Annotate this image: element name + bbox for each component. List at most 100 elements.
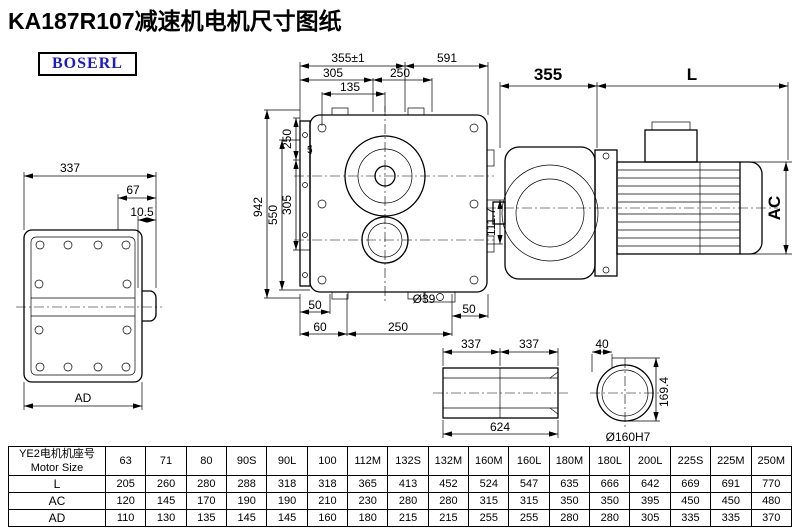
table-cell: 315: [508, 492, 550, 510]
bore-end-view: 40 169.4 Ø160H7: [590, 337, 671, 444]
dim-shaft-624: 624: [490, 420, 510, 434]
table-header-col: 71: [145, 446, 187, 476]
dim-shaft-40: 40: [595, 337, 609, 351]
table-cell: 480: [750, 492, 792, 510]
table-cell: 635: [548, 475, 591, 493]
table-header-col: 90L: [266, 446, 308, 476]
dim-main-305-left: 305: [280, 195, 294, 215]
dim-front-67: 67: [126, 183, 140, 197]
table-header-col: 80: [185, 446, 228, 476]
dim-main-942: 942: [251, 197, 265, 217]
table-cell: 180: [347, 509, 389, 527]
dim-main-50-left: 50: [308, 298, 322, 312]
table-cell: 230: [347, 492, 389, 510]
dim-main-250-bottom: 250: [388, 320, 408, 334]
table-header-col: 63: [104, 446, 147, 476]
table-cell: 170: [185, 492, 228, 510]
table-header-col: 132M: [427, 446, 470, 476]
table-cell: 350: [548, 492, 591, 510]
table-cell: 210: [306, 492, 349, 510]
table-cell: 318: [306, 475, 349, 493]
dim-front-337: 337: [60, 161, 80, 175]
table-cell: 135: [185, 509, 228, 527]
shaft-view: 337 337 624: [433, 337, 568, 438]
table-header-col: 160M: [468, 446, 510, 476]
table-cell: 190: [266, 492, 308, 510]
table-cell: 335: [710, 509, 752, 527]
boserl-logo: BOSERL: [38, 52, 137, 76]
table-cell: 318: [266, 475, 308, 493]
row-label: AD: [8, 509, 106, 527]
table-header-col: 100: [306, 446, 349, 476]
table-cell: 666: [589, 475, 631, 493]
table-cell: 365: [347, 475, 389, 493]
table-cell: 669: [669, 475, 712, 493]
dim-front-10-5: 10.5: [130, 205, 154, 219]
page-title: KA187R107减速机电机尺寸图纸: [8, 8, 342, 34]
dim-main-250-top: 250: [390, 66, 410, 80]
dim-main-dia39: Ø39: [413, 292, 436, 306]
table-cell: 255: [508, 509, 550, 527]
dim-main-250-left: 250: [280, 129, 294, 149]
table-cell: 260: [145, 475, 187, 493]
table-cell: 691: [710, 475, 752, 493]
dim-side-L: L: [687, 65, 697, 84]
row-label: L: [8, 475, 106, 493]
table-cell: 280: [387, 492, 429, 510]
table-header-col: 90S: [226, 446, 268, 476]
table-cell: 145: [145, 492, 187, 510]
table-cell: 395: [629, 492, 671, 510]
row-label: AC: [8, 492, 106, 510]
table-cell: 280: [548, 509, 591, 527]
table-header-col: 180L: [589, 446, 631, 476]
table-cell: 280: [427, 492, 470, 510]
table-cell: 524: [468, 475, 510, 493]
dim-main-50-right: 50: [462, 302, 476, 316]
dim-side-355: 355: [534, 65, 562, 84]
table-header-col: 225M: [710, 446, 752, 476]
table-cell: 288: [226, 475, 268, 493]
table-cell: 280: [589, 509, 631, 527]
table-cell: 130: [145, 509, 187, 527]
table-cell: 370: [750, 509, 792, 527]
table-header-col: 112M: [347, 446, 389, 476]
dim-main-60: 60: [313, 320, 327, 334]
table-cell: 110: [104, 509, 147, 527]
dim-main-591: 591: [437, 51, 457, 65]
front-view: 337 67 10.5 AD: [16, 161, 162, 410]
dim-shaft-dia160: Ø160H7: [606, 430, 651, 444]
table-header-col: 180M: [548, 446, 591, 476]
table-cell: 205: [104, 475, 147, 493]
table-cell: 305: [629, 509, 671, 527]
table-cell: 547: [508, 475, 550, 493]
dim-shaft-337-left: 337: [461, 337, 481, 351]
table-cell: 452: [427, 475, 470, 493]
table-cell: 770: [750, 475, 792, 493]
table-cell: 190: [226, 492, 268, 510]
dim-front-ad: AD: [75, 391, 92, 405]
table-cell: 280: [185, 475, 228, 493]
dim-shaft-337-right: 337: [519, 337, 539, 351]
table-cell: 350: [589, 492, 631, 510]
dim-main-5: 5: [307, 145, 313, 156]
table-cell: 255: [468, 509, 510, 527]
table-cell: 315: [468, 492, 510, 510]
dim-main-355: 355±1: [331, 51, 365, 65]
boserl-logo-text: BOSERL: [52, 55, 123, 72]
table-header-col: 225S: [669, 446, 712, 476]
table-header-col: 200L: [629, 446, 671, 476]
table-cell: 215: [427, 509, 470, 527]
dim-main-135: 135: [340, 80, 360, 94]
table-header-col: 132S: [387, 446, 429, 476]
dim-main-111-7: 111.7: [484, 208, 498, 237]
dim-shaft-169-4: 169.4: [657, 377, 671, 407]
technical-drawing: 337 67 10.5 AD: [16, 51, 792, 444]
table-cell: 642: [629, 475, 671, 493]
